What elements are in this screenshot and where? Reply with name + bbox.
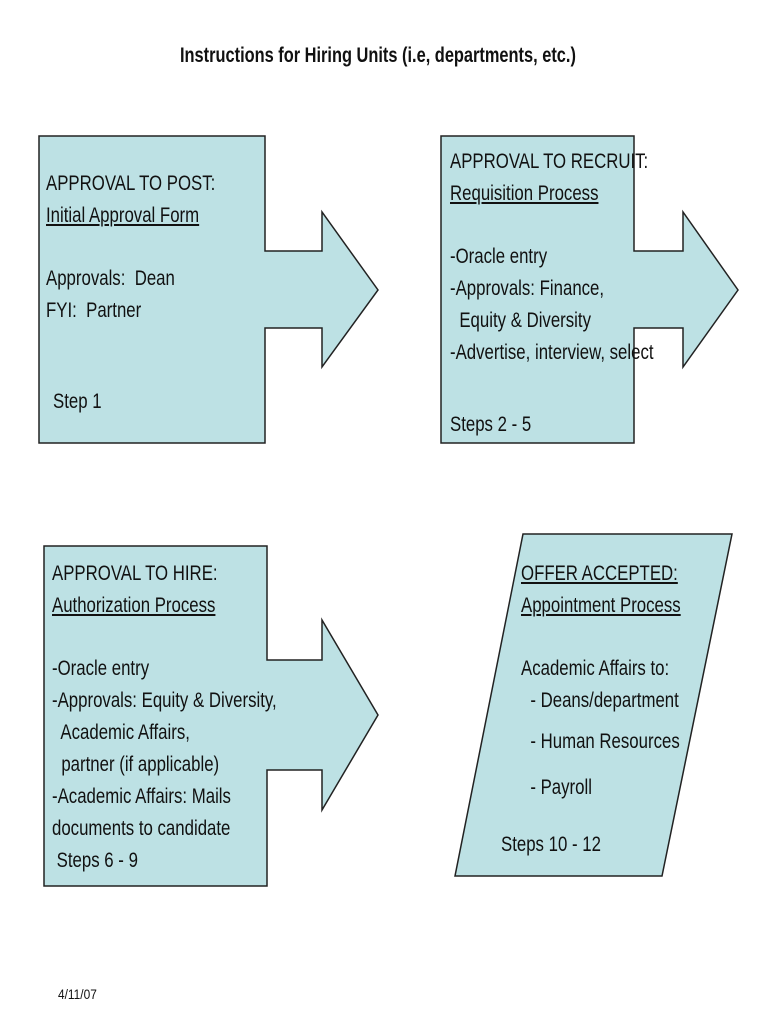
step2-heading: APPROVAL TO RECRUIT: bbox=[450, 150, 649, 173]
step4-subheading: Appointment Process bbox=[521, 594, 681, 617]
step2-line: -Oracle entry bbox=[450, 245, 548, 268]
step3-line: -Approvals: Equity & Diversity, bbox=[52, 689, 277, 712]
step1-line: Approvals: Dean bbox=[46, 267, 175, 290]
step4-line: - Payroll bbox=[521, 776, 592, 799]
step1-subheading: Initial Approval Form bbox=[46, 204, 200, 227]
step3-line: Academic Affairs, bbox=[52, 721, 190, 744]
step3-label: Steps 6 - 9 bbox=[52, 849, 138, 872]
step4-heading: OFFER ACCEPTED: bbox=[521, 562, 678, 585]
step1-line: FYI: Partner bbox=[46, 299, 142, 322]
step4-line: Academic Affairs to: bbox=[521, 657, 670, 680]
step2-box-arrow bbox=[440, 135, 739, 444]
page-title: Instructions for Hiring Units (i.e, depa… bbox=[180, 44, 576, 67]
step2-line: -Advertise, interview, select bbox=[450, 341, 654, 364]
step4-line: - Human Resources bbox=[521, 730, 680, 753]
step3-line: -Oracle entry bbox=[52, 657, 150, 680]
step3-box-arrow bbox=[43, 545, 379, 887]
step1-label: Step 1 bbox=[53, 390, 102, 413]
step1-heading: APPROVAL TO POST: bbox=[46, 172, 216, 195]
step3-heading: APPROVAL TO HIRE: bbox=[52, 562, 218, 585]
step1-box-arrow bbox=[38, 135, 379, 444]
step4-line: - Deans/department bbox=[521, 689, 679, 712]
step3-subheading: Authorization Process bbox=[52, 594, 216, 617]
step4-parallelogram bbox=[454, 533, 733, 877]
step4-label: Steps 10 - 12 bbox=[501, 833, 601, 856]
step2-line: -Approvals: Finance, bbox=[450, 277, 605, 300]
step3-line: -Academic Affairs: Mails bbox=[52, 785, 231, 808]
date-footer: 4/11/07 bbox=[58, 986, 97, 1002]
step2-subheading: Requisition Process bbox=[450, 182, 599, 205]
step3-line: documents to candidate bbox=[52, 817, 231, 840]
step2-line: Equity & Diversity bbox=[450, 309, 591, 332]
step2-label: Steps 2 - 5 bbox=[450, 413, 532, 436]
step3-line: partner (if applicable) bbox=[52, 753, 220, 776]
